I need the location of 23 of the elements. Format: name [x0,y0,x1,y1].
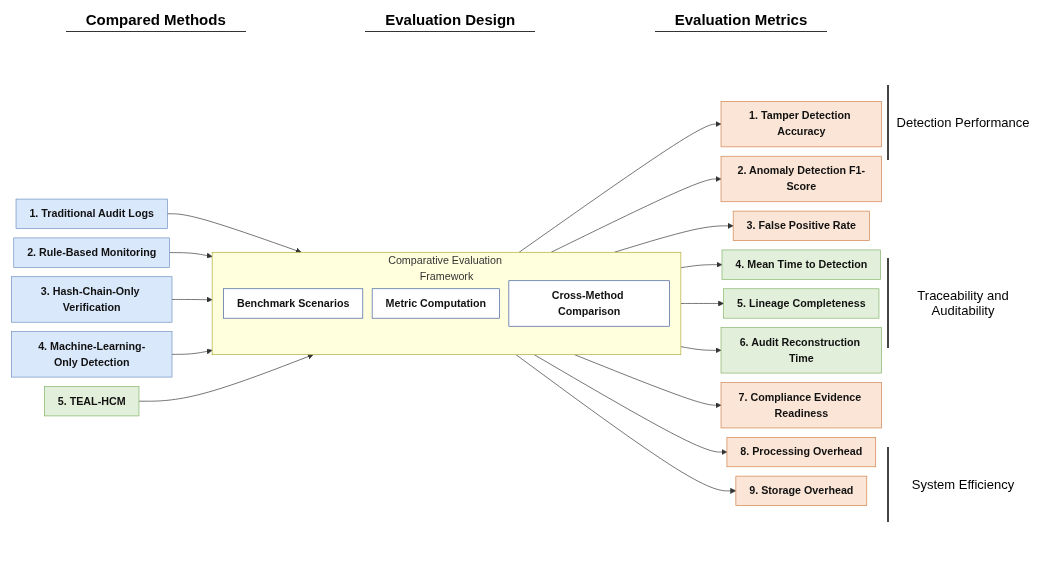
node-box: 5. TEAL-HCM [44,386,140,417]
node-box: 5. Lineage Completeness [723,288,880,319]
group-bracket-label: System Efficiency [887,446,1037,522]
node-box: 1. Traditional Audit Logs [15,198,168,229]
node-box: 6. Audit Reconstruction Time [720,327,882,374]
group-bracket-label: Traceability and Auditability [887,258,1037,349]
node-box: Metric Computation [371,288,500,319]
column-heading: Compared Methods [65,10,246,32]
node-box: 1. Tamper Detection Accuracy [720,101,882,148]
node-box: 4. Machine-Learning-Only Detection [11,331,173,378]
node-box: 4. Mean Time to Detection [721,249,881,280]
node-box: Benchmark Scenarios [223,288,364,319]
node-box: 9. Storage Overhead [735,475,868,506]
column-heading: Evaluation Metrics [654,10,828,32]
node-box: Cross-Method Comparison [508,280,670,327]
node-box: 3. False Positive Rate [732,210,870,241]
group-bracket-label: Detection Performance [887,85,1037,161]
node-box: 3. Hash-Chain-Only Verification [11,276,173,323]
node-box: 8. Processing Overhead [726,437,877,468]
node-box: 7. Compliance Evidence Readiness [720,382,882,429]
node-box: 2. Rule-Based Monitoring [13,237,170,268]
node-box: 2. Anomaly Detection F1-Score [720,155,882,203]
column-heading: Evaluation Design [365,10,536,32]
